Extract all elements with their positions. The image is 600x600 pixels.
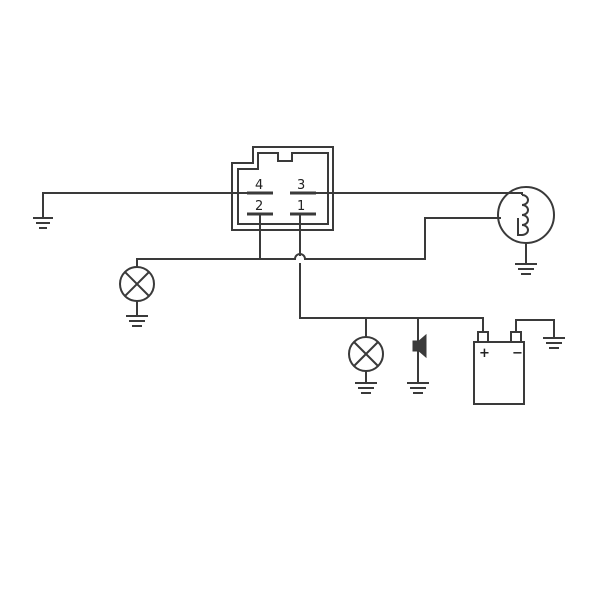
wire-pin4-ground (42, 192, 248, 219)
buzzer-body (412, 340, 420, 352)
buzzer (412, 333, 427, 359)
relay-pin-2-label: 2 (255, 199, 263, 214)
lower-lamp-cross-b (353, 341, 379, 367)
relay-pin-1-label: 1 (297, 199, 305, 214)
ground-lower-lamp (355, 382, 377, 394)
coil-return (517, 218, 522, 236)
battery: + − (473, 331, 525, 405)
coil-lead (512, 192, 523, 195)
ground-battery (543, 337, 565, 349)
wire-lamp-bus (136, 217, 501, 260)
wire-battery-negative-ground (515, 319, 555, 339)
ground-left (33, 217, 53, 229)
wire-pin1-lower-bus (299, 263, 484, 333)
ground-left-lamp (126, 315, 148, 327)
relay-connector: 4 3 2 1 (231, 146, 334, 231)
battery-positive-label: + (479, 346, 490, 361)
ground-buzzer (407, 382, 429, 394)
lower-lamp (348, 336, 384, 384)
battery-negative-post (510, 331, 522, 343)
relay-pin-4-label: 4 (255, 178, 263, 193)
relay-housing-outer (231, 146, 334, 231)
battery-positive-post (477, 331, 489, 343)
left-lamp (119, 266, 155, 317)
relay-housing-inner (237, 152, 329, 225)
battery-negative-label: − (512, 346, 523, 361)
battery-body (473, 341, 525, 405)
relay-pin-3-label: 3 (297, 178, 305, 193)
left-lamp-cross-b (124, 271, 150, 297)
flasher-coil (497, 186, 555, 244)
coil-winding (521, 194, 529, 236)
coil-circle (497, 186, 555, 244)
ground-coil (515, 263, 537, 275)
buzzer-cone (418, 333, 427, 359)
